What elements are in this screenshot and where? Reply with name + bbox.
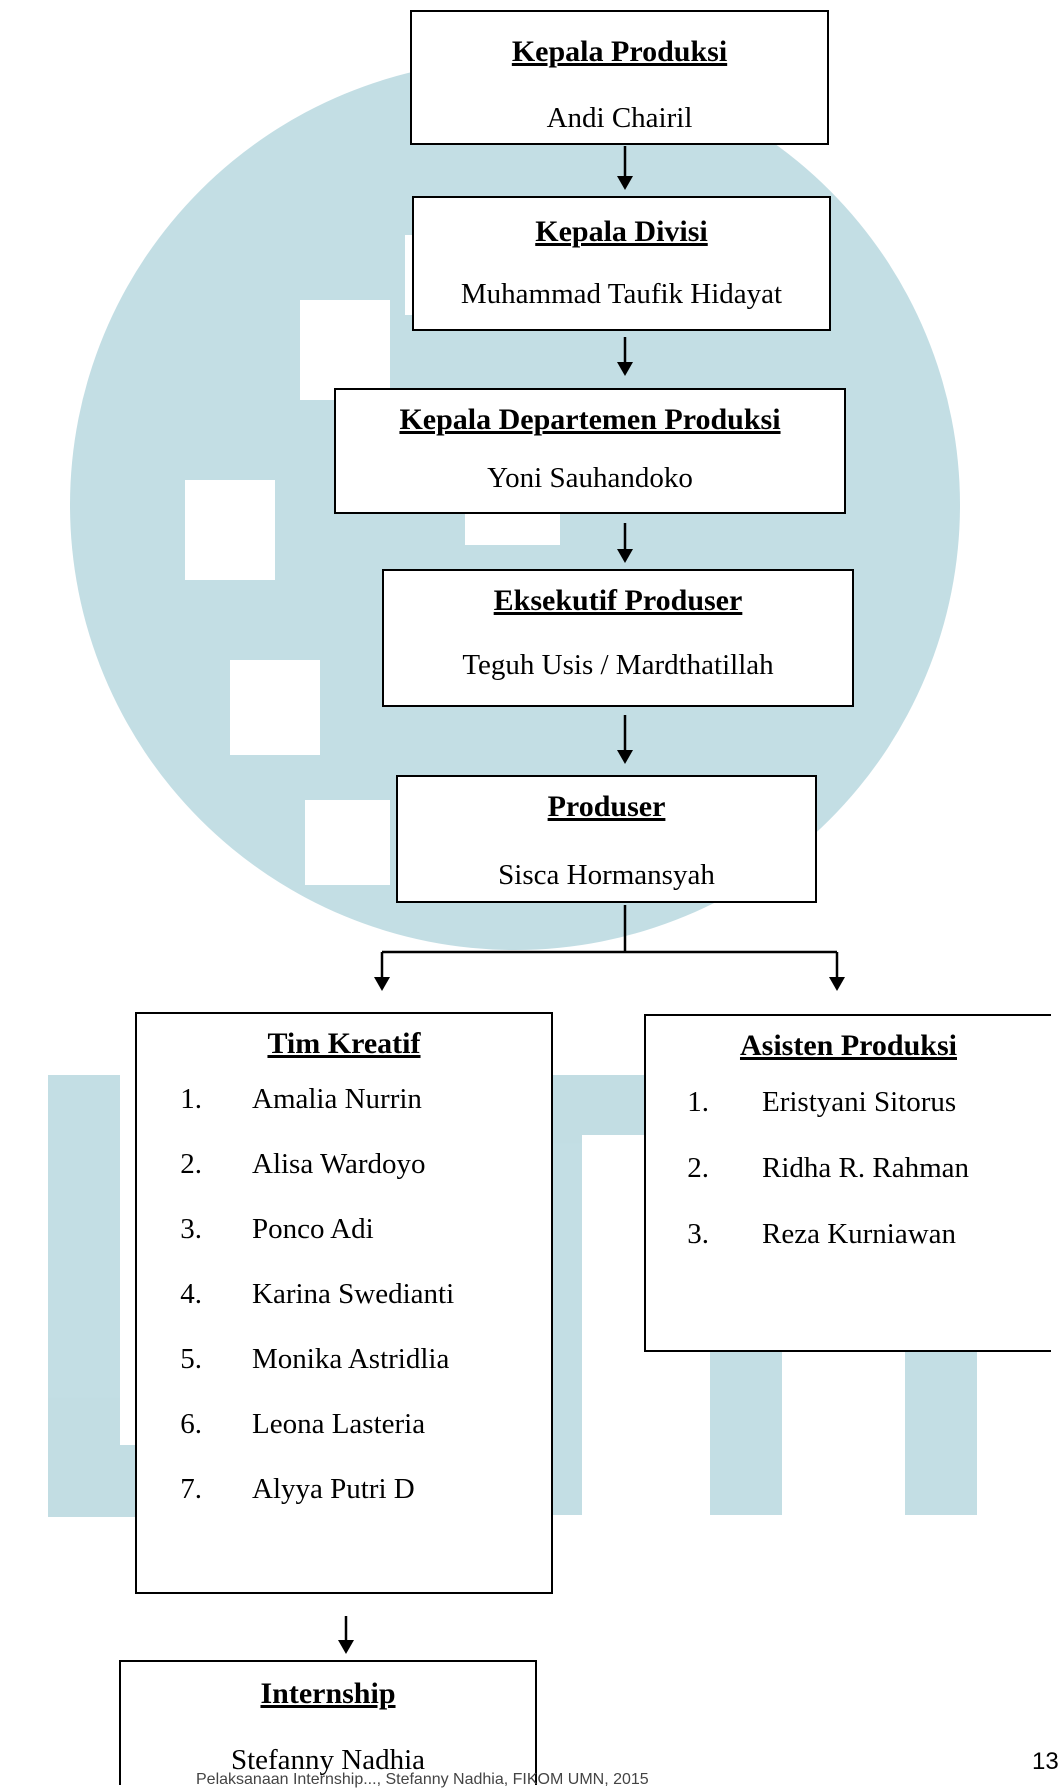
list-item-name: Ridha R. Rahman [762,1152,970,1184]
list-item-name: Leona Lasteria [252,1408,426,1440]
list-item-name: Alyya Putri D [252,1473,415,1505]
list-item-name: Ponco Adi [252,1213,374,1245]
box-title: Tim Kreatif [267,1027,421,1060]
list-item: 3. Ponco Adi [137,1209,551,1249]
box-tim-kreatif: Tim Kreatif 1. Amalia Nurrin 2. Alisa Ward… [135,1012,553,1594]
box-name: Muhammad Taufik Hidayat [460,278,783,310]
box-produser: Produser Sisca Hormansyah [396,775,817,903]
page-footer: Pelaksanaan Internship..., Stefanny Nadh… [196,1771,649,1788]
box-kepala-divisi: Kepala Divisi Muhammad Taufik Hidayat [412,196,831,331]
list-item-name: Monika Astridlia [252,1343,450,1375]
page-number: 13 [1032,1748,1059,1775]
list-item: 2. Ridha R. Rahman [646,1148,1051,1188]
box-internship: Internship Stefanny Nadhia [119,1660,537,1785]
list-item-number: 3. [180,1213,202,1245]
list-item-number: 3. [687,1218,709,1250]
box-title: Kepala Departemen Produksi [399,403,781,436]
box-title: Asisten Produksi [739,1029,957,1062]
box-title: Produser [547,790,666,823]
box-eksekutif-produser: Eksekutif Produser Teguh Usis / Mardthat… [382,569,854,707]
list-item-number: 1. [180,1083,202,1115]
list-item-name: Alisa Wardoyo [252,1148,426,1180]
list-item-name: Eristyani Sitorus [762,1086,957,1118]
box-title: Kepala Produksi [511,35,728,68]
box-title: Kepala Divisi [535,215,708,248]
list-item-number: 1. [687,1086,709,1118]
box-kepala-produksi: Kepala Produksi Andi Chairil [410,10,829,145]
list-item: 6. Leona Lasteria [137,1404,551,1444]
list-item: 1. Amalia Nurrin [137,1079,551,1119]
box-name: Andi Chairil [546,102,693,134]
list-item-number: 6. [180,1408,202,1440]
box-name: Yoni Sauhandoko [487,462,693,494]
list-item-number: 7. [180,1473,202,1505]
list-item: 4. Karina Swedianti [137,1274,551,1314]
box-kepala-departemen: Kepala Departemen Produksi Yoni Sauhando… [334,388,846,514]
list-item: 3. Reza Kurniawan [646,1214,1051,1254]
list-item-name: Reza Kurniawan [762,1218,957,1250]
list-item-name: Amalia Nurrin [252,1083,422,1115]
list-item: 5. Monika Astridlia [137,1339,551,1379]
box-title: Internship [260,1677,396,1710]
list-item-name: Karina Swedianti [252,1278,455,1310]
list-item: 1. Eristyani Sitorus [646,1082,1051,1122]
list-item: 2. Alisa Wardoyo [137,1144,551,1184]
list-item-number: 4. [180,1278,202,1310]
box-asisten-produksi: Asisten Produksi 1. Eristyani Sitorus 2. R… [644,1014,1051,1352]
list-item-number: 2. [687,1152,709,1184]
list-item: 7. Alyya Putri D [137,1469,551,1509]
box-name: Teguh Usis / Mardthatillah [462,649,774,681]
box-name: Stefanny Nadhia [230,1744,426,1776]
box-title: Eksekutif Produser [493,584,743,617]
list-item-number: 2. [180,1148,202,1180]
list-item-number: 5. [180,1343,202,1375]
box-name: Sisca Hormansyah [498,859,715,891]
